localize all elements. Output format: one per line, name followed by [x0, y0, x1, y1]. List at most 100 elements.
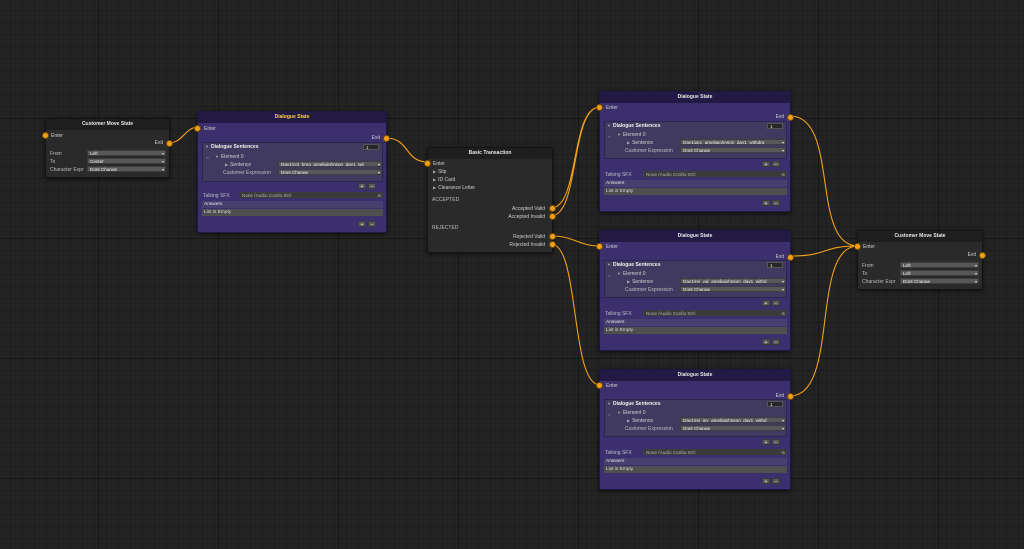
dialogue-sentences-foldout[interactable]: ▼Dialogue Sentences	[607, 401, 661, 407]
exit-port[interactable]	[166, 140, 173, 147]
object-picker-icon[interactable]: ◎	[781, 450, 786, 455]
rejected-valid-port[interactable]	[549, 233, 556, 240]
chevron-down-icon: ▾	[781, 148, 784, 153]
triangle-down-icon: ▼	[607, 401, 611, 406]
to-dropdown[interactable]: Center▾	[87, 158, 166, 164]
enter-port[interactable]	[42, 132, 49, 139]
sentence-foldout[interactable]: ▶Sentence	[225, 162, 252, 168]
enter-port[interactable]	[596, 243, 603, 250]
talking-sfx-field[interactable]: None (Audio Config SO)◎	[643, 449, 787, 455]
talking-sfx-field[interactable]: None (Audio Config SO)◎	[643, 171, 787, 177]
exit-label: Exit	[967, 252, 976, 258]
sentences-size-field[interactable]: 1	[363, 144, 379, 150]
from-dropdown[interactable]: Left▾	[87, 150, 166, 156]
dialogue-state-node-rejected-invalid[interactable]: Dialogue State Enter Exit ▼Dialogue Sent…	[596, 369, 794, 490]
drag-handle-icon[interactable]: ═	[608, 412, 611, 417]
accepted-valid-port[interactable]	[549, 205, 556, 212]
dialogue-state-node-accepted[interactable]: Dialogue State Enter Exit ▼Dialogue Sent…	[596, 91, 794, 212]
enter-label: Enter	[606, 383, 618, 389]
accepted-invalid-port[interactable]	[549, 213, 556, 220]
drag-handle-icon[interactable]: ═	[206, 155, 209, 160]
enter-label: Enter	[51, 133, 63, 139]
add-answer-button[interactable]: +	[762, 339, 770, 346]
sentence-field[interactable]: Day1/acc_ameliajohnson_day1_withdra▾	[680, 139, 786, 145]
rejected-invalid-port[interactable]	[549, 241, 556, 248]
customer-move-state-node-right[interactable]: Customer Move State Enter Exit From Left…	[854, 230, 986, 290]
talking-sfx-field[interactable]: None (Audio Config SO)◎	[643, 310, 787, 316]
chevron-down-icon: ▾	[161, 167, 164, 172]
basic-transaction-node[interactable]: Basic Transaction Enter ▶Slip ▶ID Card ▶…	[424, 147, 556, 253]
dialogue-state-node-first[interactable]: Dialogue State Enter Exit ▼Dialogue Sent…	[194, 111, 390, 233]
remove-sentence-button[interactable]: −	[772, 439, 780, 446]
exit-port[interactable]	[787, 114, 794, 121]
customer-expression-dropdown[interactable]: Dont Change▾	[680, 147, 786, 153]
add-sentence-button[interactable]: +	[762, 300, 770, 307]
drag-handle-icon[interactable]: ═	[608, 134, 611, 139]
add-answer-button[interactable]: +	[762, 200, 770, 207]
character-expression-dropdown[interactable]: Dont Change▾	[87, 166, 166, 172]
drag-handle-icon[interactable]: ═	[608, 273, 611, 278]
from-dropdown[interactable]: Left▾	[900, 262, 979, 268]
answers-header: Answers	[202, 201, 383, 208]
sentences-size-field[interactable]: 1	[767, 123, 783, 129]
add-sentence-button[interactable]: +	[762, 161, 770, 168]
triangle-down-icon: ▼	[617, 410, 621, 415]
triangle-down-icon: ▼	[607, 123, 611, 128]
remove-answer-button[interactable]: −	[772, 200, 780, 207]
remove-sentence-button[interactable]: −	[772, 161, 780, 168]
dialogue-sentences-foldout[interactable]: ▼Dialogue Sentences	[607, 262, 661, 268]
clearance-letter-item[interactable]: ▶Clearance Letter	[433, 185, 476, 191]
customer-expression-dropdown[interactable]: Dont Change▾	[680, 286, 786, 292]
object-picker-icon[interactable]: ◎	[781, 172, 786, 177]
object-picker-icon[interactable]: ◎	[781, 311, 786, 316]
remove-sentence-button[interactable]: −	[368, 183, 376, 190]
sentence-field[interactable]: Day1/cot_breq_ameliajohnson_day1_wit▾	[278, 161, 382, 167]
accepted-valid-label: Accepted Valid	[512, 206, 545, 212]
remove-sentence-button[interactable]: −	[772, 300, 780, 307]
enter-port[interactable]	[194, 125, 201, 132]
talking-sfx-field[interactable]: None (Audio Config SO)◎	[239, 192, 383, 198]
character-expression-dropdown[interactable]: Dont Change▾	[900, 278, 979, 284]
sentence-foldout[interactable]: ▶Sentence	[627, 279, 654, 285]
chevron-down-icon: ▾	[781, 279, 784, 284]
remove-answer-button[interactable]: −	[368, 221, 376, 228]
add-answer-button[interactable]: +	[762, 478, 770, 485]
dialogue-sentences-foldout[interactable]: ▼Dialogue Sentences	[205, 144, 259, 150]
to-dropdown[interactable]: Left▾	[900, 270, 979, 276]
enter-port[interactable]	[596, 382, 603, 389]
customer-move-state-node-left[interactable]: Customer Move State Enter Exit From Left…	[42, 118, 173, 178]
add-sentence-button[interactable]: +	[762, 439, 770, 446]
sentence-foldout[interactable]: ▶Sentence	[627, 418, 654, 424]
element-foldout[interactable]: ▼Element 0	[215, 154, 244, 160]
exit-port[interactable]	[787, 393, 794, 400]
object-picker-icon[interactable]: ◎	[377, 193, 382, 198]
exit-port[interactable]	[383, 135, 390, 142]
element-foldout[interactable]: ▼Element 0	[617, 132, 646, 138]
dialogue-sentences-foldout[interactable]: ▼Dialogue Sentences	[607, 123, 661, 129]
element-foldout[interactable]: ▼Element 0	[617, 271, 646, 277]
customer-expression-dropdown[interactable]: Dont Change▾	[680, 425, 786, 431]
remove-answer-button[interactable]: −	[772, 478, 780, 485]
add-answer-button[interactable]: +	[358, 221, 366, 228]
sentences-size-field[interactable]: 1	[767, 262, 783, 268]
sentence-foldout[interactable]: ▶Sentence	[627, 140, 654, 146]
exit-port[interactable]	[979, 252, 986, 259]
enter-port[interactable]	[854, 243, 861, 250]
wire-accepted-valid	[550, 106, 601, 209]
remove-answer-button[interactable]: −	[772, 339, 780, 346]
enter-port[interactable]	[596, 104, 603, 111]
enter-label: Enter	[863, 244, 875, 250]
sentence-field[interactable]: Day1/rej_val_ameliajohnson_day1_withd▾	[680, 278, 786, 284]
customer-expression-dropdown[interactable]: Dont Change▾	[278, 169, 382, 175]
enter-port[interactable]	[424, 160, 431, 167]
dialogue-state-node-rejected-valid[interactable]: Dialogue State Enter Exit ▼Dialogue Sent…	[596, 230, 794, 351]
id-card-item[interactable]: ▶ID Card	[433, 177, 456, 183]
element-foldout[interactable]: ▼Element 0	[617, 410, 646, 416]
sentences-size-field[interactable]: 1	[767, 401, 783, 407]
customer-expression-label: Customer Expression	[625, 426, 673, 432]
slip-item[interactable]: ▶Slip	[433, 169, 447, 175]
add-sentence-button[interactable]: +	[358, 183, 366, 190]
talking-sfx-label: Talking SFX	[605, 450, 632, 456]
sentence-field[interactable]: Day1/rej_inv_ameliajohnson_day1_withd▾	[680, 417, 786, 423]
exit-port[interactable]	[787, 254, 794, 261]
